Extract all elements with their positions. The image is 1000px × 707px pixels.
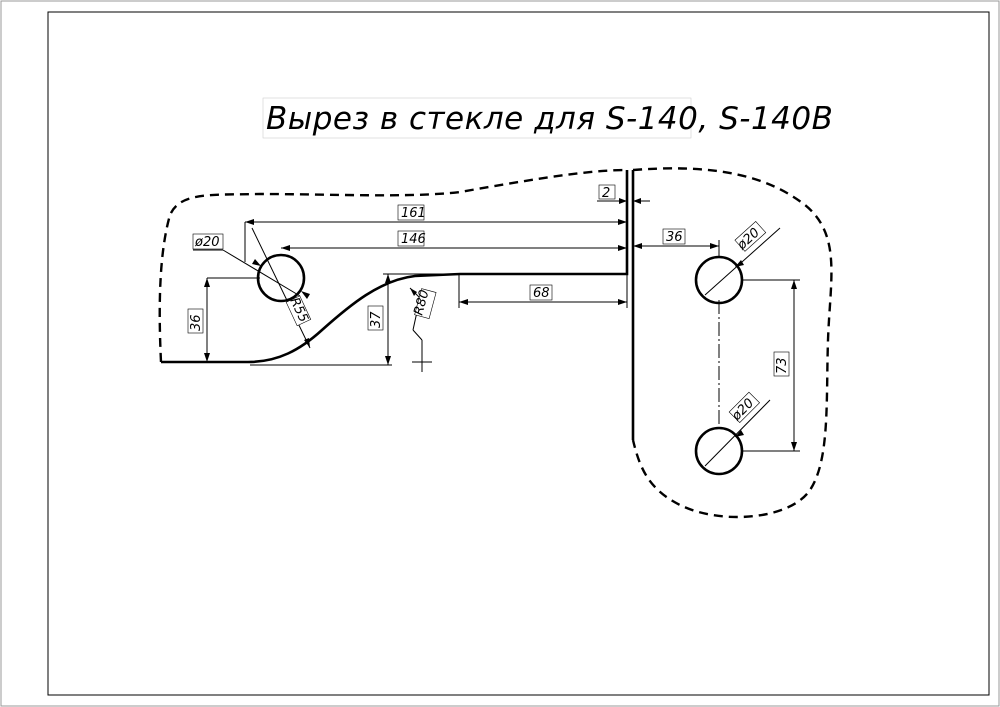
drawing-frame <box>47 11 990 696</box>
dim-dia-left: ø20 <box>192 233 310 299</box>
dim-36-left-label: 36 <box>189 314 204 331</box>
dim-37: 37 <box>250 273 455 366</box>
dim-r80-label: R80 <box>411 288 432 317</box>
dim-161: 161 <box>244 204 627 262</box>
dim-dia-right-bottom: ø20 <box>704 391 771 467</box>
dim-68: 68 <box>458 274 628 308</box>
dim-gap-label: 2 <box>602 186 610 201</box>
dim-r80: R80 <box>409 287 437 372</box>
dim-dia-left-label: ø20 <box>194 235 220 250</box>
drawing-title: Вырез в стекле для S-140, S-140B <box>266 101 833 137</box>
dim-36-left: 36 <box>187 277 260 362</box>
left-boundary-dashed <box>158 168 628 363</box>
dim-36-right: 36 <box>633 228 720 258</box>
dim-37-label: 37 <box>369 311 384 328</box>
dim-73: 73 <box>742 279 800 452</box>
left-cut-profile <box>161 170 629 364</box>
dim-gap-2: 2 <box>597 184 650 204</box>
dim-146-label: 146 <box>401 232 426 247</box>
right-boundary-dashed <box>631 167 833 519</box>
dim-161-label: 161 <box>401 206 426 221</box>
title-box <box>262 97 692 139</box>
hole-right-top <box>694 255 744 305</box>
dim-36-right-label: 36 <box>666 230 683 245</box>
dim-146: 146 <box>281 230 627 251</box>
dim-73-label: 73 <box>775 357 790 374</box>
dim-68-label: 68 <box>533 286 550 301</box>
